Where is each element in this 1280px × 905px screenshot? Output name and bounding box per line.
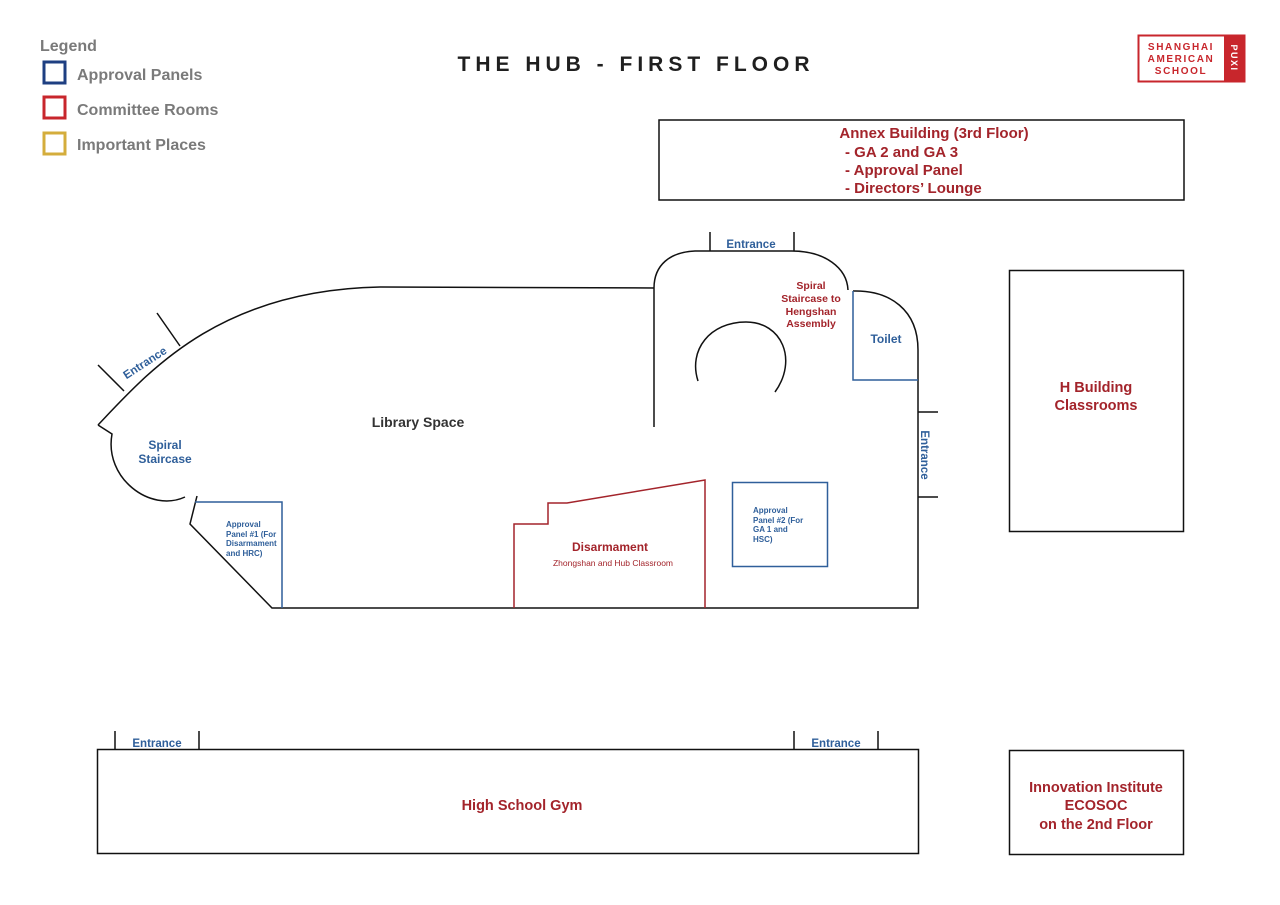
innovation-line-3: on the 2nd Floor [1039,817,1153,833]
disarmament-title: Disarmament [572,540,648,554]
innovation-line-1: Innovation Institute [1029,780,1163,796]
approval-panel-1-line-1: Approval [226,520,261,529]
innovation-box [1008,749,1185,856]
innovation-line-2: ECOSOC [1065,798,1128,814]
annex-line-2: - Approval Panel [845,162,963,179]
approval-panel-1-line-2: Panel #1 (For [226,530,276,539]
entrance-marker [156,312,181,347]
entrance-label-east: Entrance [918,430,930,479]
legend-swatch-important [42,131,67,156]
spiral-staircase-hengshan-outline [694,321,787,393]
hub-floor-plan [97,232,938,609]
approval-panel-2-line-4: HSC) [753,535,773,544]
disarmament-outline [513,479,706,608]
legend-swatch-approval [42,60,67,85]
spiral-staircase-line-1: Spiral [148,438,181,452]
h-building-line-1: H Building [1060,380,1133,396]
logo-side-text: PUXI [1229,44,1239,71]
approval-panel-1-line-3: Disarmament [226,539,277,548]
gym-entrance-east-label: Entrance [811,738,860,750]
library-space-label: Library Space [372,414,465,430]
legend-label-approval: Approval Panels [77,67,202,84]
spiral-hengshan-line-2: Staircase to [781,293,841,305]
annex-line-3: - Directors’ Lounge [845,180,982,197]
legend: Legend Approval Panels Committee Rooms I… [40,38,218,156]
approval-panel-2: Approval Panel #2 (For GA 1 and HSC) [731,481,829,568]
disarmament-subtitle: Zhongshan and Hub Classroom [553,558,673,568]
high-school-gym: Entrance Entrance High School Gym [96,731,920,855]
hub-east-south-wall [189,290,919,609]
entrance-marker [97,364,125,392]
annex-line-1: - GA 2 and GA 3 [845,144,958,161]
spiral-staircase-line-2: Staircase [138,452,192,466]
h-building: H Building Classrooms [1008,269,1185,533]
h-building-line-2: Classrooms [1054,398,1137,414]
innovation-institute: Innovation Institute ECOSOC on the 2nd F… [1008,749,1185,856]
gym-box [96,748,920,855]
approval-panel-2-outline [731,481,829,568]
hub-central-wall [653,250,849,427]
spiral-hengshan-line-3: Hengshan [786,306,837,318]
disarmament-room: Disarmament Zhongshan and Hub Classroom [513,479,706,608]
logo-line-1: SHANGHAI [1148,42,1214,53]
page-title: THE HUB - FIRST FLOOR [458,53,815,76]
logo-line-3: SCHOOL [1155,66,1207,77]
spiral-staircase-wall [97,424,186,502]
legend-label-important: Important Places [77,137,206,154]
school-logo: SHANGHAI AMERICAN SCHOOL PUXI [1137,34,1246,83]
annex-building: Annex Building (3rd Floor) - GA 2 and GA… [658,119,1185,201]
hub-north-wall [97,286,655,426]
logo-line-2: AMERICAN [1148,54,1215,65]
approval-panel-1-outline [195,501,283,608]
legend-title: Legend [40,38,97,55]
h-building-box [1008,269,1185,533]
approval-panel-2-line-1: Approval [753,506,788,515]
annex-title: Annex Building (3rd Floor) [839,125,1028,142]
spiral-hengshan-line-4: Assembly [786,318,836,330]
legend-swatch-committee [42,95,67,120]
approval-panel-2-line-3: GA 1 and [753,525,788,534]
approval-panel-2-line-2: Panel #2 (For [753,516,803,525]
approval-panel-1-line-4: and HRC) [226,549,263,558]
approval-panel-1: Approval Panel #1 (For Disarmament and H… [195,501,283,608]
gym-entrance-west-label: Entrance [132,738,181,750]
spiral-staircase-hengshan-label: Spiral Staircase to Hengshan Assembly [781,280,841,330]
annex-box [658,119,1185,201]
legend-label-committee: Committee Rooms [77,102,218,119]
toilet-label: Toilet [870,332,901,346]
gym-label: High School Gym [462,798,583,814]
entrance-label-north: Entrance [726,239,775,251]
toilet-outline [852,291,918,381]
logo-side-bar [1224,35,1245,82]
spiral-hengshan-line-1: Spiral [796,280,825,292]
